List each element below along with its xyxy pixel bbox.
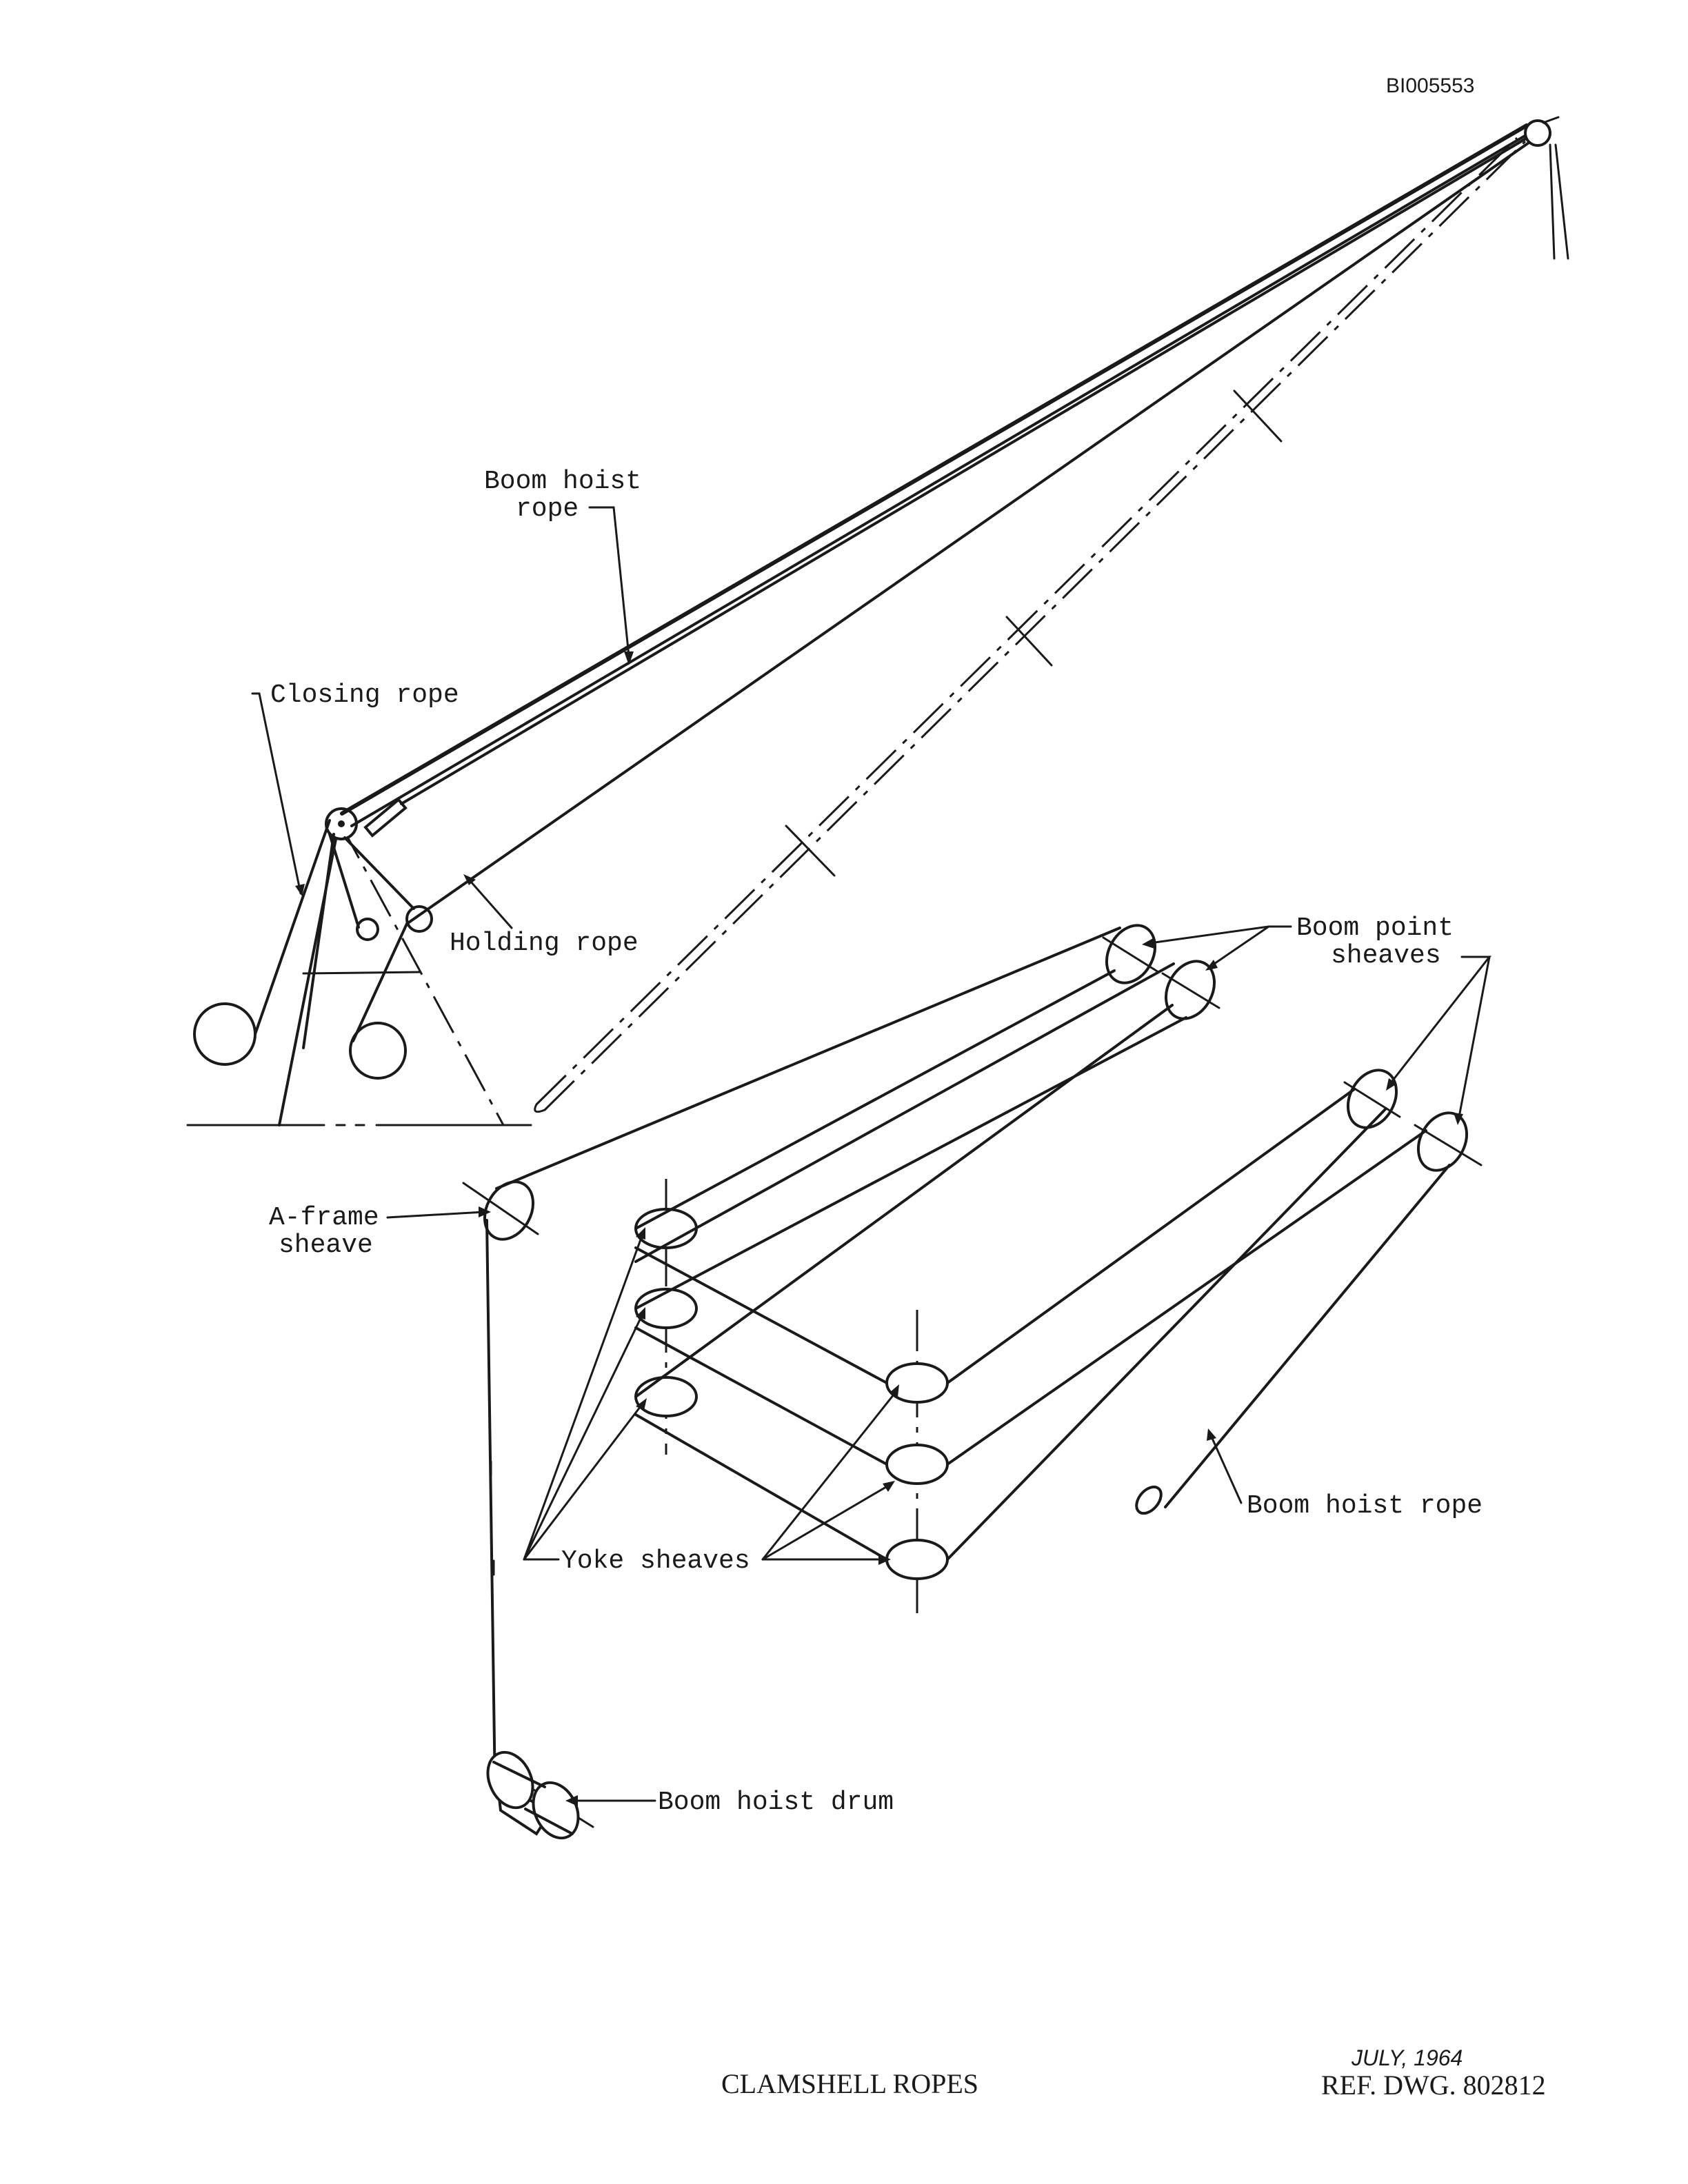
label-boom-hoist-rope-top-line2: rope <box>516 494 579 524</box>
label-yoke-sheaves: Yoke sheaves <box>561 1546 750 1576</box>
rope-socket <box>1135 1485 1163 1515</box>
holding-drum <box>349 1022 407 1080</box>
a-frame-leg-right <box>338 821 505 1126</box>
yoke-sheave-right-1 <box>885 1362 949 1404</box>
yoke-sheave-left-3 <box>634 1376 698 1417</box>
small-sheave-1 <box>356 918 379 941</box>
reeving-schematic <box>462 924 1483 1840</box>
small-sheave-2 <box>405 905 433 933</box>
lower-leaders <box>386 925 1492 1806</box>
closing-drum <box>193 1002 257 1066</box>
pendant-block <box>363 798 408 838</box>
upper-leaders <box>251 506 634 929</box>
drawing-date: JULY, 1964 <box>1351 2045 1463 2070</box>
label-a-frame-sheave-line2: sheave <box>279 1231 373 1260</box>
callout-labels: Boom hoist rope Closing rope Holding rop… <box>269 467 1483 1817</box>
label-boom-hoist-rope-bottom: Boom hoist rope <box>1247 1491 1483 1521</box>
label-boom-point-sheaves-line2: sheaves <box>1331 941 1441 971</box>
boom-hoist-drum <box>486 1750 594 1840</box>
boom-tip-sheave <box>1524 119 1551 147</box>
boom-lower-chord <box>543 140 1527 1111</box>
reference-drawing: REF. DWG. 802812 <box>1321 2070 1546 2101</box>
document-id: BI005553 <box>1386 74 1474 97</box>
label-boom-hoist-drum: Boom hoist drum <box>658 1788 894 1817</box>
yoke-sheave-right-2 <box>885 1444 949 1485</box>
label-boom-point-sheaves-line1: Boom point <box>1296 913 1454 943</box>
crane-boom-view <box>186 116 1569 1126</box>
boom-upper-chord <box>535 136 1518 1106</box>
label-boom-hoist-rope-top-line1: Boom hoist <box>484 467 641 496</box>
label-holding-rope: Holding rope <box>450 929 639 958</box>
label-closing-rope: Closing rope <box>270 680 459 710</box>
drawing-title: CLAMSHELL ROPES <box>721 2068 978 2099</box>
title-block: CLAMSHELL ROPES JULY, 1964 REF. DWG. 802… <box>721 2045 1546 2101</box>
label-a-frame-sheave-line1: A-frame <box>269 1203 379 1233</box>
yoke-sheave-right-3 <box>885 1539 949 1580</box>
